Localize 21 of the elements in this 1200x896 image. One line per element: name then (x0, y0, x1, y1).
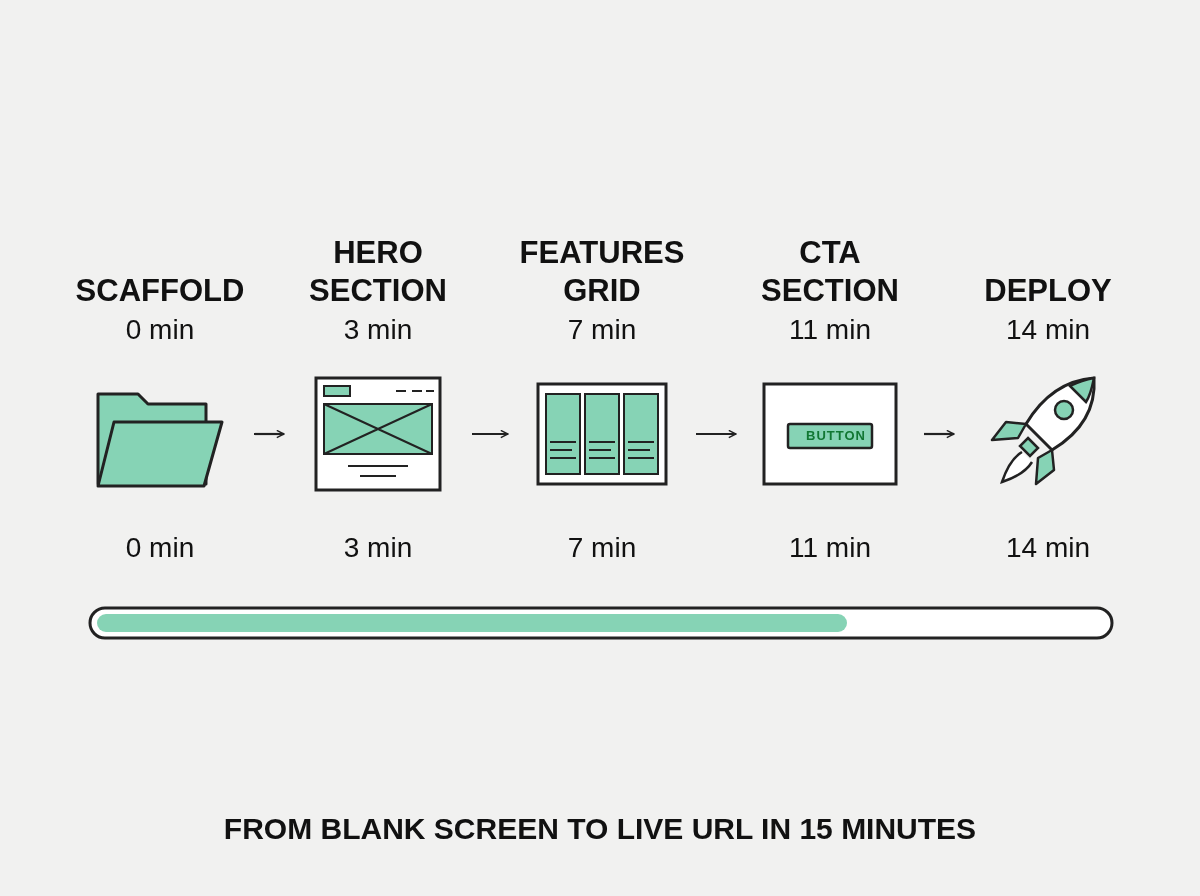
time-label: 14 min (1004, 532, 1091, 564)
arrow (696, 429, 737, 439)
step-title: HERO SECTION (308, 234, 448, 310)
time-label: 3 min (342, 314, 414, 346)
time-label: 3 min (342, 532, 414, 564)
time-label: 7 min (566, 314, 638, 346)
time-label: 11 min (788, 532, 872, 564)
caption: FROM BLANK SCREEN TO LIVE URL IN 15 MINUTES (222, 812, 978, 846)
step-title: DEPLOY (983, 272, 1113, 310)
step-title: CTA SECTION (760, 234, 900, 310)
time-label: 7 min (566, 532, 638, 564)
arrow (254, 429, 285, 439)
time-label: 11 min (788, 314, 872, 346)
time-label: 14 min (1004, 314, 1091, 346)
arrow (472, 429, 509, 439)
step-title: SCAFFOLD (74, 272, 246, 310)
time-label: 0 min (124, 532, 196, 564)
cta-label: BUTTON (806, 428, 866, 443)
time-label: 0 min (124, 314, 196, 346)
step-title: FEATURES GRID (518, 234, 686, 310)
arrow (924, 429, 955, 439)
